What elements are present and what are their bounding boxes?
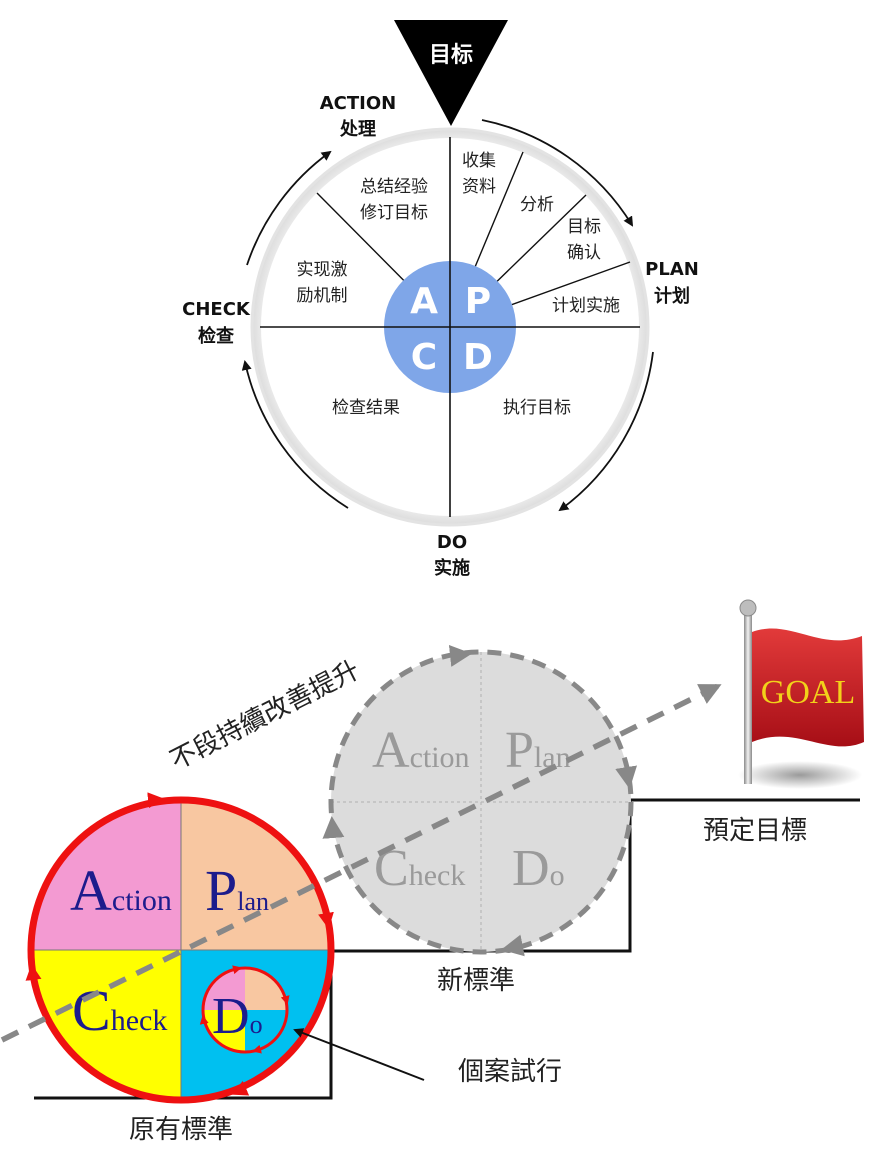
orig-do-label: Do [212,988,263,1045]
center-letter-a: A [410,281,438,322]
gray-plan-label: Plan [505,722,571,779]
seg-confirm-1: 目标 [567,217,601,237]
gray-do-label: Do [512,840,565,897]
center-letter-c: C [411,337,437,378]
arrow-to-do [558,351,654,512]
seg-collect-2: 资料 [462,177,496,197]
seg-incentive-2: 励机制 [297,286,348,306]
orig-plan-label: Plan [205,858,269,923]
goal-flag: GOAL [738,599,864,789]
plan-quadrant [181,800,331,950]
flag-pole [744,612,752,784]
bottom-improvement-diagram: Action Plan Check Do Action Plan Check [0,599,864,1145]
center-letter-d: D [463,337,493,378]
seg-plan-impl: 计划实施 [552,296,620,316]
mini-do [245,1010,287,1052]
orig-plan-cap: P [205,858,237,923]
orig-do-rest: o [250,1010,263,1039]
orig-plan-rest: lan [237,887,269,916]
gray-plan-cap: P [505,722,534,779]
action-quadrant [31,800,181,950]
stage-do-en: DO [437,532,467,553]
improvement-arrow [0,683,722,1043]
stage-action-en: ACTION [320,93,396,114]
check-quadrant [31,950,181,1100]
pilot-label: 個案試行 [458,1057,562,1087]
mini-red-ring [201,966,289,1054]
gray-action-rest: ction [410,741,470,774]
mini-action [203,968,245,1010]
gray-action-cap: A [372,722,410,779]
gray-do-rest: o [550,859,565,892]
gray-action-label: Action [372,722,470,779]
original-pdca-circle: Action Plan Check Do [25,792,335,1104]
stage-check-en: CHECK [182,299,251,320]
new-standard-label: 新標準 [437,966,515,996]
improvement-label: 不段持續改善提升 [166,655,365,776]
seg-summarize-2: 修订目标 [360,203,428,223]
orig-check-cap: C [72,978,111,1043]
pilot-pointer-arrow [293,1028,425,1081]
stage-do-zh: 实施 [434,557,470,579]
orig-check-rest: heck [111,1004,168,1037]
orig-action-label: Action [70,858,172,923]
goal-triangle [394,20,508,126]
mini-pdca-circle: Do [199,965,290,1054]
flag-shadow [738,761,862,789]
seg-incentive-1: 实现激 [297,260,348,280]
stage-action-zh: 处理 [339,118,376,140]
arrow-to-action [246,150,332,266]
stage-plan-en: PLAN [645,259,699,280]
mini-plan [245,968,287,1010]
gray-circle-dashed-ring [328,649,634,955]
goal-flag-text: GOAL [761,674,855,711]
seg-collect-1: 收集 [462,151,496,171]
original-standard-label: 原有標準 [129,1115,233,1145]
seg-confirm-2: 确认 [567,243,601,263]
seg-summarize-1: 总结经验 [360,177,428,197]
target-standard-label: 預定目標 [703,816,807,846]
stage-plan-zh: 计划 [654,285,690,307]
orig-check-label: Check [72,978,167,1043]
orig-action-cap: A [70,858,112,923]
red-ring [27,796,335,1104]
flag-cloth [752,628,864,747]
orig-action-rest: ction [112,884,172,917]
new-pdca-circle: Action Plan Check Do [322,644,638,957]
orig-do-cap: D [212,988,250,1045]
stage-check-zh: 检查 [198,325,234,347]
seg-execute-goal: 执行目标 [503,398,571,418]
flag-pole-knob [739,599,757,617]
arrow-to-check [241,360,349,509]
mini-check [203,1010,245,1052]
gray-check-rest: heck [409,859,466,892]
center-letter-p: P [465,281,491,322]
top-pdca-diagram: A P C D 目标 总结经验 修订目标 实现激 励机制 收集 资料 分析 目标… [182,20,699,579]
seg-check-result: 检查结果 [332,398,400,418]
goal-label: 目标 [429,42,473,68]
gray-do-cap: D [512,840,550,897]
arrow-to-plan [481,119,634,227]
seg-analyze: 分析 [520,195,554,215]
